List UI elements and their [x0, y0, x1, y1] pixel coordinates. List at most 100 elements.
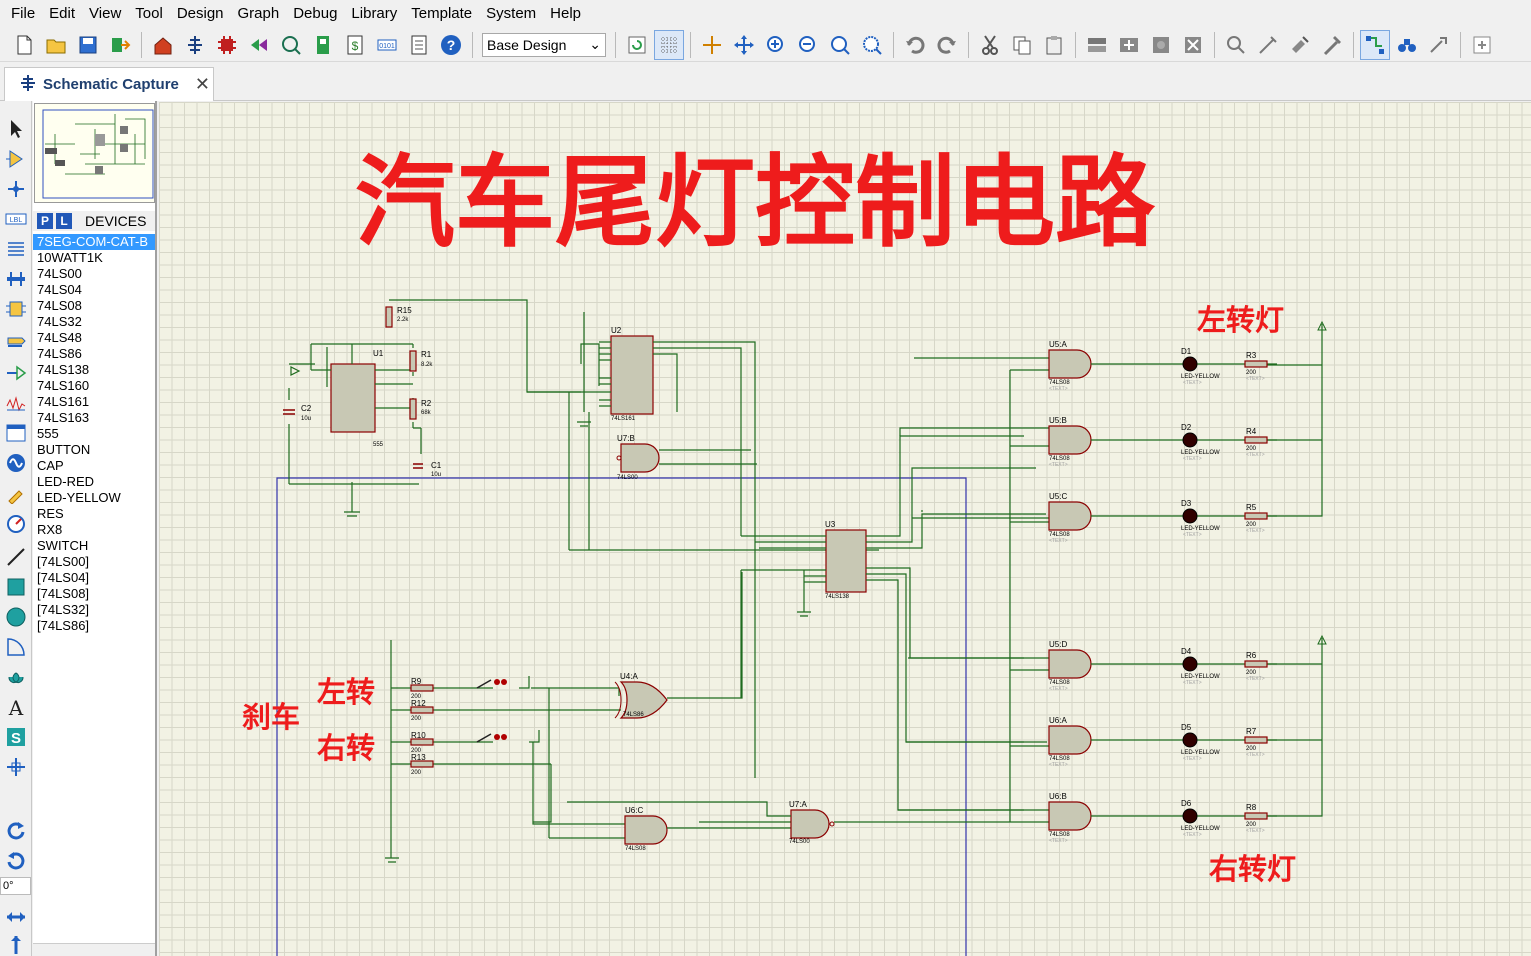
home-icon[interactable]	[148, 30, 178, 60]
decompose-icon[interactable]	[1317, 30, 1347, 60]
menu-system[interactable]: System	[486, 5, 537, 22]
help-icon[interactable]: ?	[436, 30, 466, 60]
property-assignment-icon[interactable]	[1424, 30, 1454, 60]
text-script-icon[interactable]	[2, 235, 30, 263]
save-icon[interactable]	[73, 30, 103, 60]
copy-icon[interactable]	[1007, 30, 1037, 60]
text-mode-icon[interactable]: A	[2, 693, 30, 721]
design-select[interactable]: Base Design ⌄	[482, 32, 606, 57]
close-icon[interactable]: ✕	[194, 74, 210, 94]
block-delete-icon[interactable]	[1178, 30, 1208, 60]
origin-icon[interactable]	[697, 30, 727, 60]
device-list-item[interactable]: [74LS08]	[37, 586, 90, 601]
rotation-angle-field[interactable]: 0°	[0, 877, 31, 895]
overview-window[interactable]	[34, 103, 155, 203]
schematic-icon[interactable]	[180, 30, 210, 60]
r2-body[interactable]	[409, 398, 417, 420]
component-mode-icon[interactable]	[2, 145, 30, 173]
device-list-item[interactable]: 555	[37, 426, 59, 441]
u4a-body[interactable]	[619, 681, 668, 719]
pan-icon[interactable]	[729, 30, 759, 60]
r15-body[interactable]	[385, 306, 393, 328]
led-resistor-body[interactable]	[1244, 512, 1268, 520]
3d-viewer-icon[interactable]	[244, 30, 274, 60]
pick-devices-button[interactable]: P	[37, 213, 53, 229]
zoom-area-icon[interactable]	[857, 30, 887, 60]
menu-file[interactable]: File	[11, 5, 36, 22]
device-list-item[interactable]: SWITCH	[37, 538, 89, 553]
device-list-item[interactable]: 74LS00	[37, 266, 82, 281]
device-list-item[interactable]: [74LS00]	[37, 554, 90, 569]
device-list-item[interactable]: LED-YELLOW	[37, 490, 121, 505]
undo-icon[interactable]	[900, 30, 930, 60]
r1-body[interactable]	[409, 350, 417, 372]
device-list-item[interactable]: 74LS86	[37, 346, 82, 361]
led-resistor-body[interactable]	[1244, 360, 1268, 368]
c1-body[interactable]	[413, 463, 423, 469]
notes-icon[interactable]	[404, 30, 434, 60]
wire-label-icon[interactable]: LBL	[2, 205, 30, 233]
led-resistor-body[interactable]	[1244, 660, 1268, 668]
u3-74ls138-body[interactable]	[825, 529, 867, 593]
wire-autorouter-icon[interactable]	[1360, 29, 1390, 60]
menu-tool[interactable]: Tool	[135, 5, 163, 22]
device-list-item[interactable]: 10WATT1K	[37, 250, 103, 265]
library-manager-button[interactable]: L	[56, 213, 72, 229]
paste-icon[interactable]	[1039, 30, 1069, 60]
right-turn-switch[interactable]	[476, 733, 492, 743]
gerber-viewer-icon[interactable]	[276, 30, 306, 60]
grid-toggle-icon[interactable]	[654, 29, 684, 60]
devices-horizontal-scrollbar[interactable]	[33, 943, 155, 956]
block-copy-icon[interactable]	[1082, 30, 1112, 60]
tape-recorder-icon[interactable]	[2, 419, 30, 447]
refresh-icon[interactable]	[622, 30, 652, 60]
package-tool-icon[interactable]	[1285, 30, 1315, 60]
led-resistor-body[interactable]	[1244, 436, 1268, 444]
device-list-item[interactable]: BUTTON	[37, 442, 91, 457]
import-icon[interactable]	[105, 30, 135, 60]
design-explorer-icon[interactable]	[308, 30, 338, 60]
box-mode-icon[interactable]	[2, 573, 30, 601]
rotate-clockwise-icon[interactable]	[2, 817, 30, 845]
r10-body[interactable]	[410, 738, 434, 746]
bill-of-materials-icon[interactable]: $	[340, 30, 370, 60]
voltage-probe-icon[interactable]	[2, 479, 30, 507]
zoom-in-icon[interactable]	[761, 30, 791, 60]
r12-body[interactable]	[410, 706, 434, 714]
and-gate-body[interactable]	[1048, 501, 1092, 531]
mirror-vertical-icon[interactable]	[2, 931, 30, 956]
and-gate-body[interactable]	[1048, 349, 1092, 379]
search-tag-icon[interactable]	[1392, 30, 1422, 60]
device-pins-icon[interactable]	[2, 359, 30, 387]
device-list-item[interactable]: CAP	[37, 458, 64, 473]
terminals-icon[interactable]	[2, 329, 30, 357]
virtual-instruments-icon[interactable]	[2, 509, 30, 537]
led-indicator[interactable]	[1182, 356, 1198, 372]
device-list-item[interactable]: 74LS04	[37, 282, 82, 297]
menu-help[interactable]: Help	[550, 5, 582, 22]
block-move-icon[interactable]	[1114, 30, 1144, 60]
block-rotate-icon[interactable]	[1146, 30, 1176, 60]
device-list-item[interactable]: [74LS32]	[37, 602, 90, 617]
device-list-item[interactable]: 74LS32	[37, 314, 82, 329]
led-indicator[interactable]	[1182, 656, 1198, 672]
make-device-icon[interactable]	[1253, 30, 1283, 60]
and-gate-body[interactable]	[1048, 425, 1092, 455]
path-mode-icon[interactable]	[2, 663, 30, 691]
rotate-anticlockwise-icon[interactable]	[2, 847, 30, 875]
subcircuit-icon[interactable]	[2, 295, 30, 323]
tab-schematic-capture[interactable]: Schematic Capture ✕	[4, 67, 214, 101]
cut-icon[interactable]	[975, 30, 1005, 60]
menu-edit[interactable]: Edit	[49, 5, 76, 22]
pick-device-icon[interactable]	[1221, 30, 1251, 60]
symbol-mode-icon[interactable]: S	[2, 723, 30, 751]
zoom-out-icon[interactable]	[793, 30, 823, 60]
mirror-horizontal-icon[interactable]	[2, 903, 30, 931]
and-gate-body[interactable]	[1048, 801, 1092, 831]
open-folder-icon[interactable]	[41, 30, 71, 60]
r9-body[interactable]	[410, 684, 434, 692]
source-code-icon[interactable]: 0101	[372, 30, 402, 60]
u6c-body[interactable]	[624, 815, 668, 845]
device-list-item[interactable]: [74LS86]	[37, 618, 90, 633]
device-list-item[interactable]: 7SEG-COM-CAT-B	[33, 234, 155, 250]
